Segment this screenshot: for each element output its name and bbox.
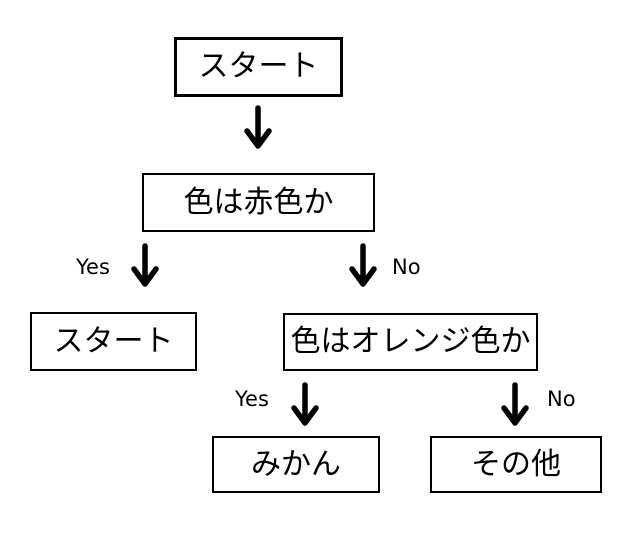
down-arrow-icon <box>349 243 377 287</box>
down-arrow-icon <box>501 382 529 426</box>
node-start-label: スタート <box>198 49 319 84</box>
node-other-result: その他 <box>430 436 602 493</box>
node-question-red: 色は赤色か <box>142 173 375 232</box>
node-start: スタート <box>174 37 343 97</box>
down-arrow-icon <box>244 105 272 149</box>
down-arrow-icon <box>131 243 159 287</box>
branch-label-yes: Yes <box>235 387 269 411</box>
node-orange-result: みかん <box>212 436 380 493</box>
node-orange-result-label: みかん <box>251 446 341 482</box>
node-question-red-label: 色は赤色か <box>183 184 334 220</box>
node-other-result-label: その他 <box>471 446 561 482</box>
down-arrow-icon <box>291 382 319 426</box>
node-question-orange: 色はオレンジ色か <box>283 313 538 371</box>
branch-label-yes: Yes <box>76 255 110 279</box>
branch-label-no: No <box>547 387 576 411</box>
node-red-result-label: スタート <box>53 323 174 359</box>
node-question-orange-label: 色はオレンジ色か <box>290 324 531 359</box>
node-red-result: スタート <box>30 312 197 371</box>
branch-label-no: No <box>392 255 421 279</box>
